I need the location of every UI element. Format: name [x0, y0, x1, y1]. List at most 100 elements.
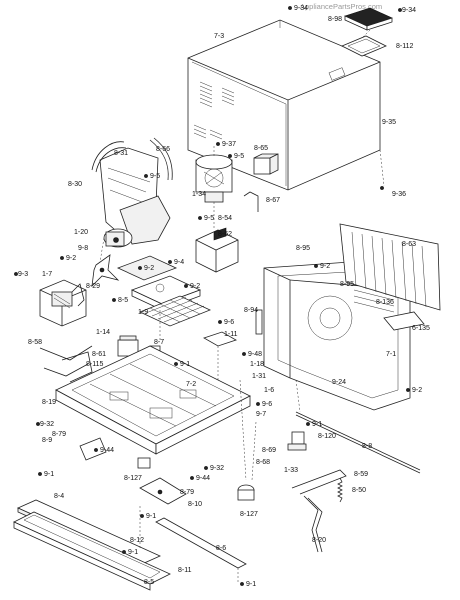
label-8-4: 8-4: [54, 493, 64, 500]
label-9-44: 9-44: [100, 447, 114, 454]
label-9-1: 9-1: [44, 471, 54, 478]
spring-8-50: [337, 477, 343, 503]
label-9-2: 9-2: [190, 283, 200, 290]
label-8-6: 8-6: [216, 545, 226, 552]
label-8-11: 8-11: [178, 567, 192, 574]
label-9-1: 9-1: [146, 513, 156, 520]
label-9-5: 9-5: [150, 173, 160, 180]
label-9-32: 9-32: [40, 421, 54, 428]
label-8-94: 8-94: [244, 307, 258, 314]
mesh-1-11: [138, 295, 212, 327]
label-8-95: 8-95: [296, 245, 310, 252]
hose-8-66: [149, 137, 173, 181]
fuse-holder-8-65: [253, 153, 279, 175]
label-9-34: 9-34: [402, 7, 416, 14]
label-9-1: 9-1: [128, 549, 138, 556]
label-9-24: 9-24: [332, 379, 346, 386]
label-8-115: 8-115: [86, 361, 103, 368]
label-8-120: 8-120: [318, 433, 336, 440]
label-9-1: 9-1: [312, 421, 322, 428]
label-9-37: 9-37: [222, 141, 236, 148]
label-9-4: 9-4: [174, 259, 184, 266]
label-9-44: 9-44: [196, 475, 210, 482]
gasket-8-112: [341, 35, 387, 57]
label-8-8: 8-8: [362, 443, 372, 450]
label-9-6: 9-6: [224, 319, 234, 326]
switch-8-120: [287, 431, 307, 451]
label-7-3: 7-3: [214, 33, 224, 40]
label-9-1: 9-1: [246, 581, 256, 588]
tray-8-5: [13, 511, 171, 591]
transformer-1-7: [39, 279, 87, 327]
label-9-7: 9-7: [256, 411, 266, 418]
plate-1-11-small: [203, 331, 237, 347]
lever-8-59: [291, 469, 347, 553]
block-9-44: [137, 457, 151, 469]
door-latch-8-94: [255, 309, 263, 335]
label-8-112: 8-112: [396, 43, 413, 50]
clip-8-67: [243, 191, 259, 212]
magnetron-1-34: [195, 154, 233, 203]
label-6-135: 6-135: [412, 325, 430, 332]
label-9-2: 9-2: [320, 263, 330, 270]
label-8-69: 8-69: [262, 447, 276, 454]
duct-8-30: [99, 147, 171, 245]
label-9-35: 9-35: [382, 119, 396, 126]
lever-8-10: [139, 477, 187, 505]
label-8-50: 8-50: [352, 487, 366, 494]
label-1-14: 1-14: [96, 329, 110, 336]
label-9-2: 9-2: [412, 387, 422, 394]
label-8-79: 8-79: [180, 489, 194, 496]
bracket-9-2: [116, 255, 178, 281]
label-8-20: 8-20: [312, 537, 326, 544]
label-8-127: 8-127: [240, 511, 258, 518]
label-8-61: 8-61: [92, 351, 106, 358]
plate-8-136: [383, 311, 425, 331]
label-8-58: 8-58: [28, 339, 42, 346]
screw-markers: [14, 6, 410, 586]
label-1-33: 1-33: [284, 467, 298, 474]
label-1-9: 1-9: [138, 309, 148, 316]
label-8-19: 8-19: [42, 399, 56, 406]
rod-8-8: [295, 411, 421, 474]
label-8-79: 8-79: [52, 431, 66, 438]
waveguide-8-62: [195, 227, 239, 273]
label-8-30: 8-30: [68, 181, 82, 188]
label-1-6: 1-6: [264, 387, 274, 394]
top-cover-8-98: [344, 7, 393, 31]
label-9-1: 9-1: [180, 361, 190, 368]
bracket-8-19: [61, 351, 93, 383]
label-8-63: 8-63: [402, 241, 416, 248]
label-8-95: 8-95: [340, 281, 354, 288]
label-9-2: 9-2: [66, 255, 76, 262]
label-9-6: 9-6: [262, 401, 272, 408]
label-8-7: 8-7: [154, 339, 164, 346]
part-labels: 7-3 9-34 8-98 9-34 8-112 9-35 9-37 8-65 …: [18, 5, 430, 588]
watermark: AppliancePartsPros.com: [300, 2, 382, 11]
label-8-10: 8-10: [188, 501, 202, 508]
label-9-5: 9-5: [234, 153, 244, 160]
label-9-3: 9-3: [18, 271, 28, 278]
label-1-7: 1-7: [42, 271, 52, 278]
label-1-18: 1-18: [250, 361, 264, 368]
label-1-20: 1-20: [74, 229, 88, 236]
label-7-2: 7-2: [186, 381, 196, 388]
label-8-127: 8-127: [124, 475, 142, 482]
label-9-34: 9-34: [294, 5, 308, 12]
label-1-11: 1-11: [224, 331, 238, 338]
label-8-5: 8-5: [144, 579, 154, 586]
label-8-68: 8-68: [256, 459, 270, 466]
motor-1-20: [103, 228, 133, 248]
door-hinge-8-9: [79, 437, 107, 461]
capacitor-1-14: [117, 335, 139, 357]
label-9-48: 9-48: [248, 351, 262, 358]
label-8-59: 8-59: [354, 471, 368, 478]
label-8-62: 8-62: [218, 231, 232, 238]
label-8-5: 8-5: [118, 297, 128, 304]
label-8-98: 8-98: [328, 16, 342, 23]
label-1-31: 1-31: [252, 373, 266, 380]
label-8-66: 8-66: [156, 146, 170, 153]
lever-8-6: [155, 517, 247, 569]
label-1-34: 1-34: [192, 191, 206, 198]
